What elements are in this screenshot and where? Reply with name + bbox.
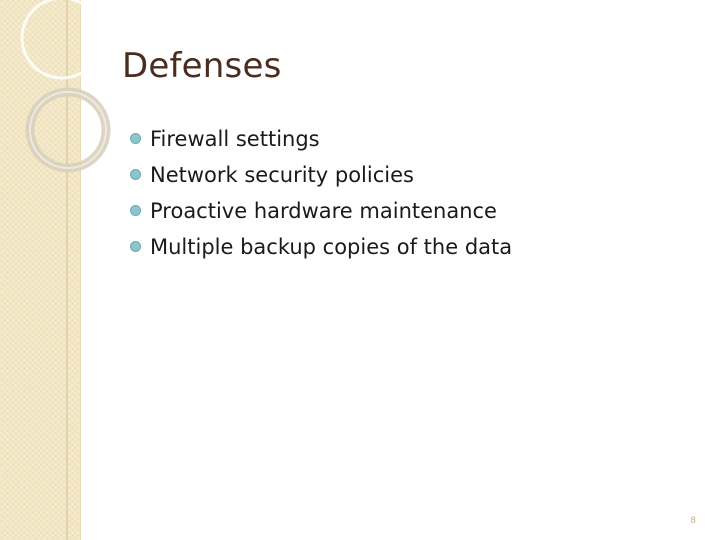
bullet-dot-icon (130, 205, 141, 216)
bullet-item: Firewall settings (130, 121, 512, 157)
slide-title: Defenses (122, 46, 282, 86)
bullet-list: Firewall settings Network security polic… (130, 121, 512, 265)
bullet-item: Proactive hardware maintenance (130, 193, 512, 229)
bullet-text: Proactive hardware maintenance (150, 199, 497, 223)
deco-circle-large (20, 0, 104, 80)
bullet-text: Network security policies (150, 163, 414, 187)
slide-number: 8 (690, 516, 696, 526)
bullet-dot-icon (130, 241, 141, 252)
deco-ring-highlight (29, 91, 107, 169)
bullet-item: Multiple backup copies of the data (130, 229, 512, 265)
slide-divider (80, 0, 81, 540)
bullet-dot-icon (130, 169, 141, 180)
bullet-dot-icon (130, 133, 141, 144)
sidebar-stripe (66, 0, 68, 540)
bullet-item: Network security policies (130, 157, 512, 193)
bullet-text: Firewall settings (150, 127, 320, 151)
decorative-circles (20, 0, 111, 173)
bullet-text: Multiple backup copies of the data (150, 235, 513, 259)
